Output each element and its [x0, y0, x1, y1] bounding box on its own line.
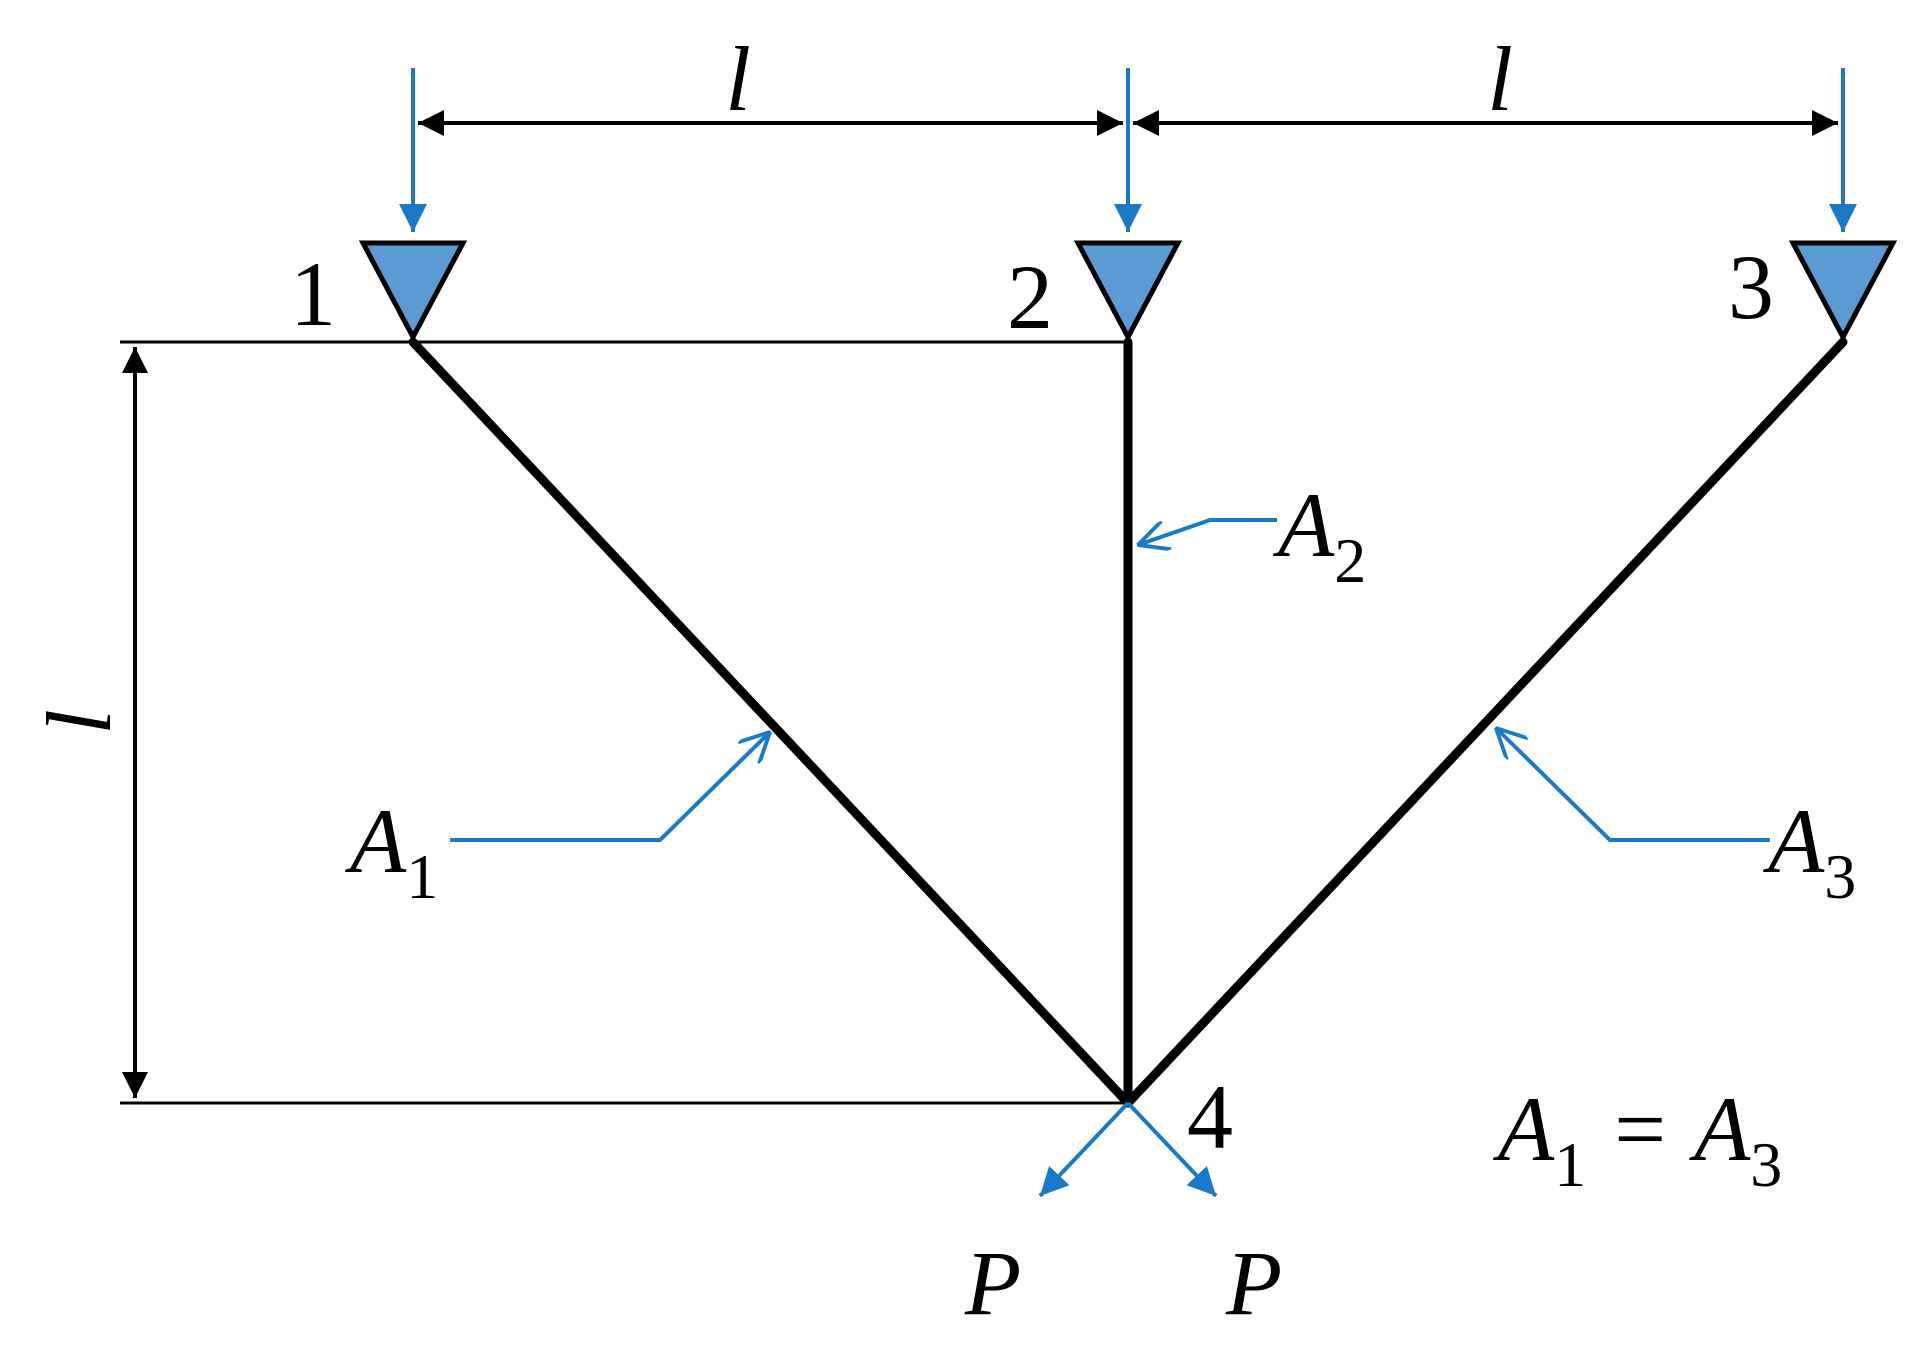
node-4-label: 4	[1187, 1066, 1233, 1168]
node-3-label: 3	[1728, 236, 1774, 338]
span-right-label: l	[1487, 28, 1513, 130]
node-2-label: 2	[1007, 246, 1053, 348]
load-p-right-label: P	[1225, 1232, 1282, 1334]
support-3-triangle	[1788, 240, 1898, 343]
a3-label: A3	[1762, 790, 1856, 912]
a1-label: A1	[344, 790, 438, 912]
a2-label: A2	[1272, 474, 1366, 596]
a1-callout-line	[450, 732, 770, 842]
load-p-left-arrow	[1038, 1101, 1130, 1198]
a2-callout-line	[1138, 518, 1277, 545]
load-p-left-label: P	[964, 1232, 1021, 1334]
a3-callout-line	[1496, 728, 1770, 842]
support-1-triangle	[358, 240, 468, 343]
span-left-label: l	[725, 28, 751, 130]
area-equation: A1=A3	[1492, 1078, 1782, 1200]
load-p-right-arrow	[1126, 1101, 1218, 1198]
member-1	[408, 337, 1133, 1108]
member-3	[1123, 337, 1848, 1108]
height-label: l	[28, 709, 130, 735]
node-1-label: 1	[290, 243, 336, 345]
support-2-triangle	[1073, 240, 1183, 343]
